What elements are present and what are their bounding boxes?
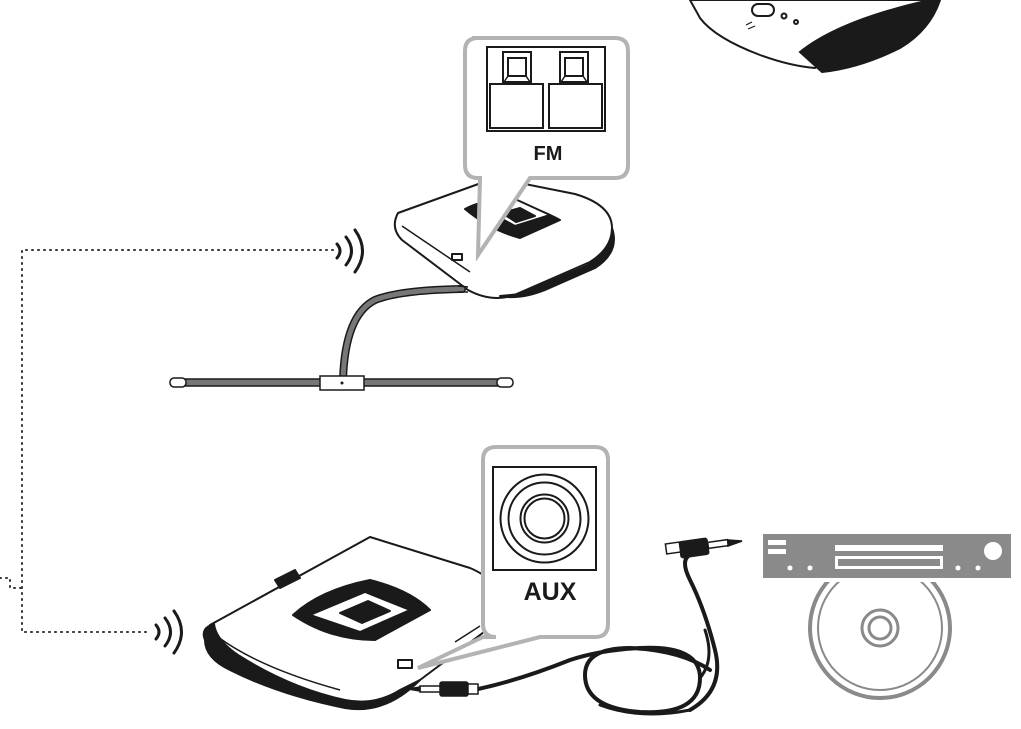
transmitter-dock <box>688 0 942 74</box>
wireless-link-dotted-line <box>0 249 334 633</box>
fm-callout <box>463 36 630 262</box>
aux-jack-icon <box>492 466 597 571</box>
aux-callout-label: AUX <box>523 578 577 606</box>
fm-callout-label: FM <box>533 143 563 165</box>
aux-cable-icon <box>407 537 743 716</box>
cd-player-icon <box>763 534 1011 700</box>
fm-antenna-icon <box>169 285 514 391</box>
aux-callout <box>417 445 610 670</box>
wireless-signal-icon <box>335 228 364 274</box>
fm-terminal-icon <box>486 46 606 132</box>
wireless-signal-icon <box>154 609 183 655</box>
